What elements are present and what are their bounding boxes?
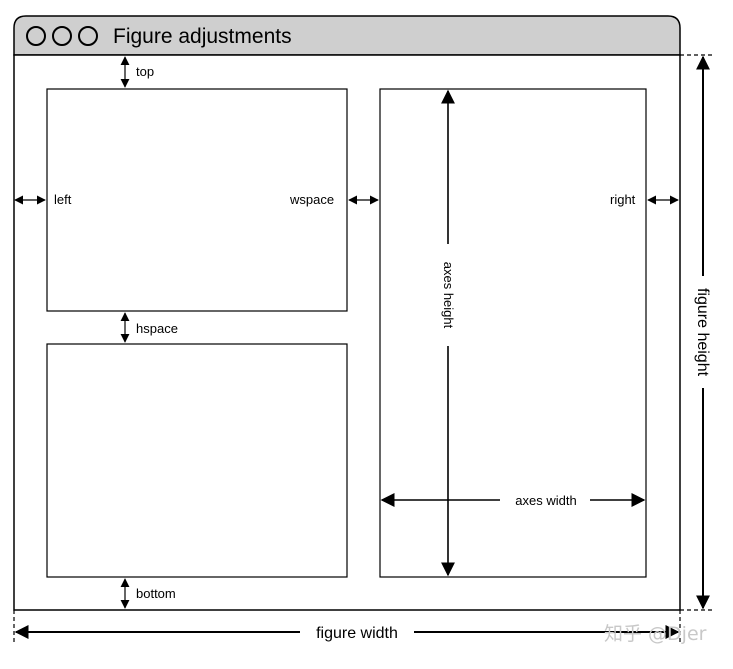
watermark: 知乎 @Djer — [604, 623, 707, 645]
title-bar — [13, 15, 681, 56]
figure-height-label: figure height — [694, 288, 711, 377]
window-button-minimize[interactable] — [52, 26, 72, 46]
hspace-label: hspace — [136, 321, 178, 336]
bottom-label: bottom — [136, 586, 176, 601]
wspace-label: wspace — [289, 192, 334, 207]
window-button-close[interactable] — [26, 26, 46, 46]
right-label: right — [610, 192, 636, 207]
top-label: top — [136, 64, 154, 79]
window-title: Figure adjustments — [113, 25, 292, 48]
axes-top-left — [46, 88, 348, 312]
axes-height-label: axes height — [441, 262, 456, 329]
figure-width-label: figure width — [316, 625, 398, 642]
axes-right — [379, 88, 647, 578]
axes-width-label: axes width — [515, 493, 576, 508]
left-label: left — [54, 192, 72, 207]
axes-bottom-left — [46, 343, 348, 578]
window-button-maximize[interactable] — [78, 26, 98, 46]
